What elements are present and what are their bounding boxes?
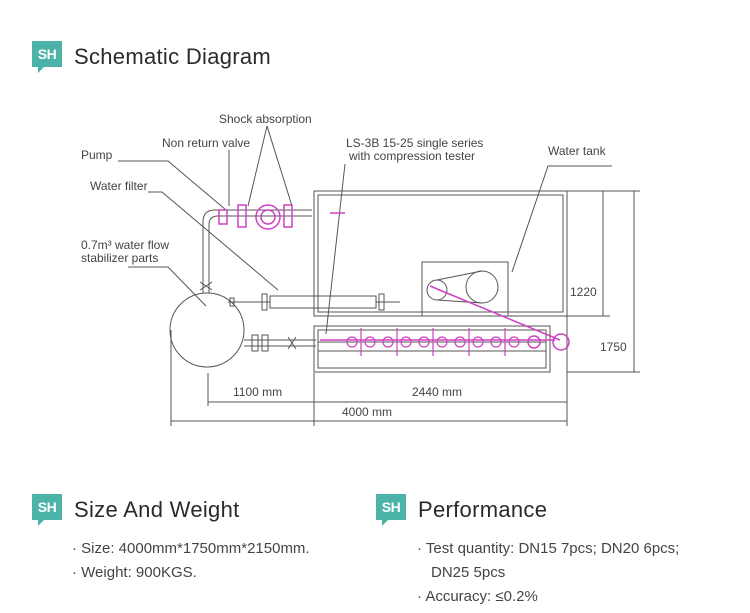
performance-list: · Test quantity: DN15 7pcs; DN20 6pcs; D… — [417, 537, 679, 609]
dimension-4000: 4000 mm — [342, 405, 392, 419]
label-tester-line2: with compression tester — [348, 149, 475, 163]
sh-logo-icon: SH — [376, 494, 406, 526]
weight-line: · Weight: 900KGS. — [72, 564, 197, 581]
schematic-diagram: Shock absorption Non return valve Pump L… — [81, 112, 640, 426]
page-title: Schematic Diagram — [74, 44, 272, 69]
accuracy-line: · Accuracy: ≤0.2% — [417, 588, 538, 605]
dimension-1220: 1220 — [570, 285, 597, 299]
size-line: · Size: 4000mm*1750mm*2150mm. — [72, 540, 310, 557]
dimension-2440: 2440 mm — [412, 385, 462, 399]
label-non-return-valve: Non return valve — [162, 136, 250, 150]
label-stabilizer-line1: 0.7m³ water flow — [81, 238, 169, 252]
size-weight-title: SH Size And Weight — [32, 494, 240, 526]
label-shock-absorption: Shock absorption — [219, 112, 312, 126]
water-tank — [313, 190, 568, 317]
performance-title: SH Performance — [376, 494, 547, 526]
label-water-filter: Water filter — [90, 179, 148, 193]
stabilizer-tank — [169, 292, 245, 368]
dimension-1750: 1750 — [600, 340, 627, 354]
performance-heading: Performance — [418, 497, 548, 522]
sh-logo-icon: SH — [32, 41, 62, 73]
water-filter — [269, 295, 377, 309]
label-water-tank: Water tank — [548, 144, 607, 158]
label-pump: Pump — [81, 148, 113, 162]
size-weight-list: · Size: 4000mm*1750mm*2150mm. · Weight: … — [72, 537, 310, 585]
label-tester-line1: LS-3B 15-25 single series — [346, 136, 483, 150]
test-quantity-line-cont: DN25 5pcs — [431, 564, 506, 581]
sh-logo-icon: SH — [32, 494, 62, 526]
test-quantity-line: · Test quantity: DN15 7pcs; DN20 6pcs; — [417, 540, 680, 557]
tester-bench — [313, 325, 551, 373]
size-weight-heading: Size And Weight — [74, 497, 240, 522]
schematic-section-title: SH Schematic Diagram — [32, 41, 271, 73]
dimension-1100: 1100 mm — [233, 385, 282, 399]
label-stabilizer-line2: stabilizer parts — [81, 251, 158, 265]
